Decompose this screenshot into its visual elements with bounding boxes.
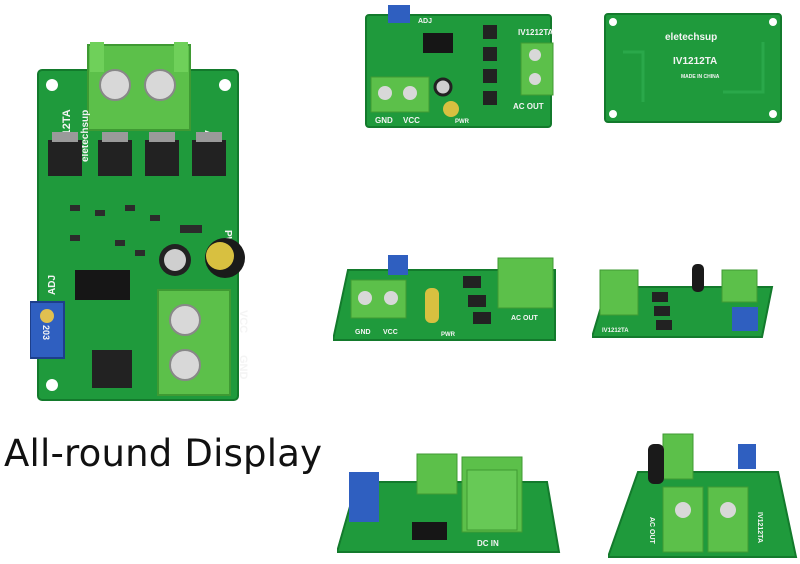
terminal-block-ac — [87, 42, 191, 131]
made-in-label: MADE IN CHINA — [681, 74, 720, 80]
board-photo-bottom-left: DC IN — [337, 453, 561, 553]
svg-text:ADJ: ADJ — [418, 18, 432, 25]
board-photo-main: IV1212TA eletechsup AC OUT PWR ADJ VCC G… — [30, 42, 249, 401]
svg-text:VCC: VCC — [403, 116, 420, 125]
back-model-label: IV1212TA — [673, 56, 717, 67]
svg-text:203: 203 — [41, 325, 51, 340]
board-photo-top-left: ADJ IV1212TA GND VCC PWR AC OUT — [365, 5, 554, 128]
brand-label: eletechsup — [80, 110, 91, 162]
svg-text:GND: GND — [355, 329, 371, 336]
mosfet-row — [48, 132, 226, 176]
terminal-block-dc — [157, 289, 231, 396]
svg-text:PWR: PWR — [441, 332, 456, 338]
board-photo-bottom-right: AC OUT IV1212TA — [608, 433, 798, 558]
board-photo-mid-left: GND VCC PWR AC OUT — [333, 255, 556, 341]
regulator — [92, 350, 132, 388]
board-photo-back: eletechsup IV1212TA MADE IN CHINA — [604, 13, 782, 123]
svg-text:DC IN: DC IN — [477, 539, 499, 548]
back-brand-label: eletechsup — [665, 32, 717, 43]
svg-text:AC OUT: AC OUT — [648, 517, 655, 545]
svg-text:PWR: PWR — [455, 119, 470, 125]
gnd-label: GND — [237, 355, 249, 380]
svg-text:IV1212TA: IV1212TA — [602, 328, 629, 334]
svg-text:AC OUT: AC OUT — [513, 102, 544, 111]
board-photo-mid-right: IV1212TA — [592, 264, 774, 338]
svg-text:AC OUT: AC OUT — [511, 315, 539, 322]
potentiometer: 203 — [30, 301, 65, 359]
svg-text:IV1212TA: IV1212TA — [756, 512, 763, 543]
ic-chip — [75, 270, 130, 300]
adj-label: ADJ — [47, 275, 58, 295]
caption: All-round Display — [4, 432, 323, 475]
vcc-label: VCC — [237, 310, 249, 333]
svg-text:VCC: VCC — [383, 329, 398, 336]
capacitors — [159, 238, 245, 278]
svg-text:IV1212TA: IV1212TA — [518, 28, 554, 37]
svg-text:GND: GND — [375, 116, 393, 125]
